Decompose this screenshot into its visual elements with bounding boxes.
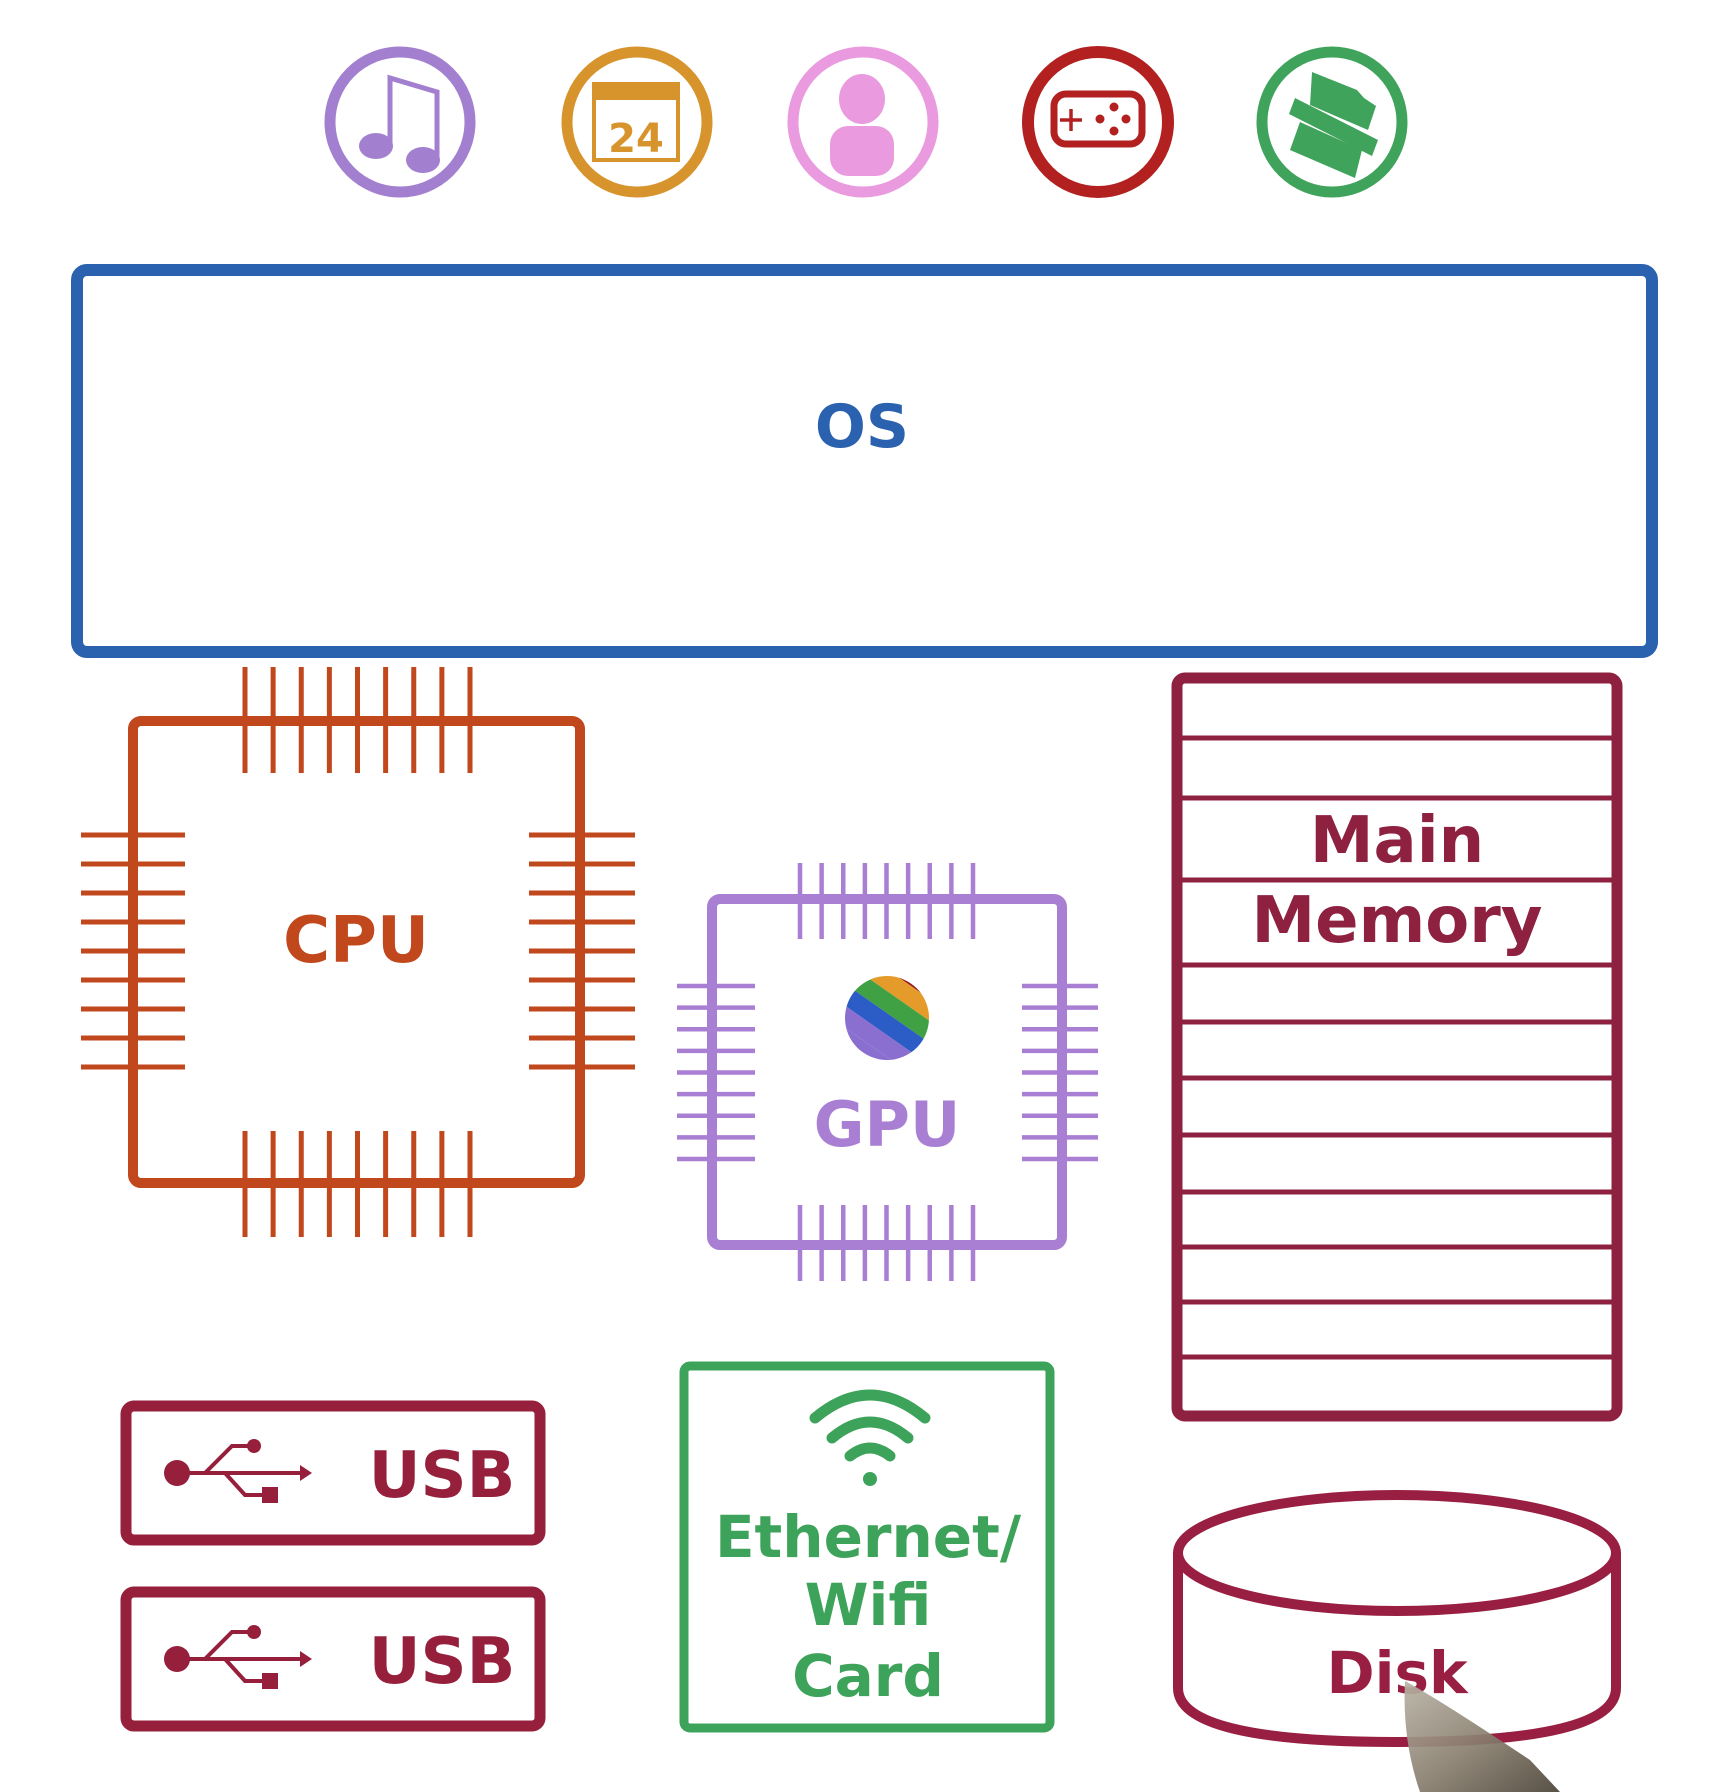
gpu-label: GPU bbox=[814, 1088, 961, 1161]
app-documents[interactable] bbox=[1256, 46, 1408, 198]
disk-label: Disk bbox=[1326, 1639, 1469, 1707]
cpu-chip[interactable]: CPU bbox=[81, 667, 635, 1237]
memory-body bbox=[1171, 672, 1623, 1422]
app-games[interactable] bbox=[1022, 46, 1174, 198]
music-note-icon bbox=[359, 74, 440, 173]
usb-port-body bbox=[120, 1586, 546, 1732]
rainbow-ball-icon bbox=[845, 976, 929, 1060]
calendar-icon: 24 bbox=[592, 82, 680, 162]
cpu-label: CPU bbox=[283, 904, 429, 978]
usb-port-1[interactable]: USB bbox=[120, 1400, 546, 1546]
cpu-pins bbox=[81, 667, 635, 1237]
network-card[interactable]: Ethernet/ Wifi Card bbox=[679, 1361, 1055, 1733]
app-calendar[interactable]: 24 bbox=[561, 46, 713, 198]
app-music[interactable] bbox=[324, 46, 476, 198]
os-box bbox=[71, 264, 1658, 658]
documents-circle bbox=[1256, 46, 1408, 198]
usb-port-body bbox=[120, 1400, 546, 1546]
memory-rows bbox=[1182, 735, 1612, 1360]
usb-label: USB bbox=[369, 1439, 516, 1513]
wifi-icon bbox=[809, 1389, 931, 1486]
network-card-body bbox=[679, 1361, 1055, 1733]
person-icon bbox=[830, 74, 894, 176]
usb-label: USB bbox=[369, 1625, 516, 1699]
disk-body bbox=[1173, 1553, 1621, 1748]
network-label-line1: Ethernet/ bbox=[715, 1503, 1022, 1571]
network-label-line2: Wifi bbox=[805, 1571, 932, 1639]
memory-label-line1: Main bbox=[1310, 804, 1484, 878]
calendar-day: 24 bbox=[608, 116, 664, 162]
usb-port-2[interactable]: USB bbox=[120, 1586, 546, 1732]
os-layer[interactable]: OS bbox=[71, 264, 1658, 658]
calendar-circle bbox=[561, 46, 713, 198]
os-label: OS bbox=[815, 392, 909, 462]
gpu-pins bbox=[677, 863, 1098, 1281]
app-contacts[interactable] bbox=[787, 46, 939, 198]
usb-icon bbox=[164, 1439, 312, 1503]
disk-top bbox=[1173, 1490, 1621, 1616]
network-label-line3: Card bbox=[792, 1642, 944, 1710]
disk[interactable]: Disk bbox=[1173, 1490, 1621, 1748]
games-circle bbox=[1022, 46, 1174, 198]
gpu-body bbox=[707, 894, 1067, 1250]
document-scanner-icon bbox=[1289, 72, 1378, 178]
memory-label-line2: Memory bbox=[1251, 884, 1542, 958]
usb-icon bbox=[164, 1625, 312, 1689]
contacts-circle bbox=[787, 46, 939, 198]
music-circle bbox=[324, 46, 476, 198]
pen-pointer bbox=[1404, 1681, 1560, 1792]
app-icons-row: 24 bbox=[324, 46, 1408, 198]
gamepad-icon bbox=[1050, 90, 1146, 148]
gpu-chip[interactable]: GPU bbox=[677, 863, 1098, 1281]
main-memory[interactable]: Main Memory bbox=[1171, 672, 1623, 1422]
